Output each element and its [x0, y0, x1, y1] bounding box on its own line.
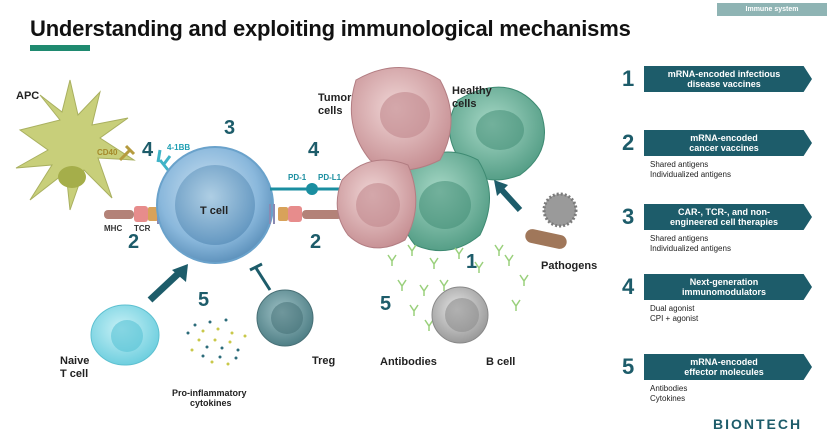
panel-subitem: Dual agonist: [650, 304, 695, 313]
panel-item-4: 4 Next-generation immunomodulators Dual …: [622, 272, 812, 324]
panel-number: 3: [622, 204, 635, 229]
panel-heading-line1: CAR-, TCR-, and non-: [678, 207, 770, 217]
tcr-label: TCR: [134, 224, 151, 233]
panel-item-2: 2 mRNA-encoded cancer vaccines Shared an…: [622, 128, 812, 180]
treg-cell: [256, 289, 314, 347]
step-number-4-right: 4: [308, 139, 320, 161]
panel-heading: mRNA-encoded cancer vaccines: [644, 130, 812, 156]
cytokines-label-line2: cytokines: [190, 398, 232, 408]
panel-number: 2: [622, 130, 635, 155]
step-number-5-right: 5: [380, 293, 392, 315]
cd40-receptor: [118, 144, 136, 162]
41bb-label: 4-1BB: [167, 143, 191, 152]
healthy-label-line1: Healthy: [452, 85, 492, 97]
panel-heading-line2: effector molecules: [684, 367, 764, 377]
panel-heading-line1: Next-generation: [689, 277, 759, 287]
panel-subitem: Individualized antigens: [650, 244, 731, 253]
41bb-receptor: [156, 149, 172, 171]
treg-inhibition: [249, 262, 272, 291]
pd1-label: PD-1: [288, 173, 307, 182]
healthy-label-line2: cells: [452, 98, 477, 110]
panel-number: 5: [622, 354, 635, 379]
arrow-healthy: [494, 180, 523, 213]
panel-subitem: Shared antigens: [650, 234, 709, 243]
treg-label: Treg: [312, 355, 336, 367]
panel-heading: Next-generation immunomodulators: [644, 274, 812, 300]
naive-label-line1: Naive: [60, 355, 90, 367]
mhc-label: MHC: [104, 224, 123, 233]
title-underline: [30, 45, 90, 51]
step-number-1: 1: [466, 251, 478, 273]
section-tag: Immune system: [717, 3, 827, 16]
mhc-tcr-complex-right: [269, 204, 342, 224]
tumor-label-line1: Tumor: [318, 92, 352, 104]
panel-heading-line1: mRNA-encoded: [690, 133, 758, 143]
panel-item-3: 3 CAR-, TCR-, and non- engineered cell t…: [622, 202, 812, 254]
pathogens: [525, 192, 578, 249]
panel-heading-line1: mRNA-encoded: [690, 357, 758, 367]
cytokine-cloud: [186, 318, 247, 366]
step-number-3: 3: [224, 117, 236, 139]
panel-subitem: Antibodies: [650, 384, 688, 393]
panel-item-5: 5 mRNA-encoded effector molecules Antibo…: [622, 352, 812, 404]
panel-subitem: Cytokines: [650, 394, 686, 403]
panel-heading: mRNA-encoded effector molecules: [644, 354, 812, 380]
pdl1-label: PD-L1: [318, 173, 342, 182]
panel-item-1: 1 mRNA-encoded infectious disease vaccin…: [622, 64, 812, 94]
panel-heading-line2: immunomodulators: [681, 287, 766, 297]
step-number-4-left: 4: [142, 139, 154, 161]
healthy-cells: [398, 86, 545, 252]
panel-heading-line2: engineered cell therapies: [669, 217, 779, 227]
panel-subitems: Shared antigens Individualized antigens: [650, 234, 812, 254]
panel-subitems: Dual agonist CPI + agonist: [650, 304, 812, 324]
cytokines-label-line1: Pro-inflammatory: [172, 388, 247, 398]
tumor-label-line2: cells: [318, 105, 343, 117]
b-cell: [431, 286, 489, 344]
bcell-label: B cell: [486, 356, 516, 368]
mhc-tcr-complex-left: [104, 204, 163, 224]
page-title: Understanding and exploiting immunologic…: [30, 16, 631, 41]
panel-subitem: Individualized antigens: [650, 170, 731, 179]
panel-subitem: CPI + agonist: [650, 314, 699, 323]
panel-heading-line1: mRNA-encoded infectious: [667, 69, 781, 79]
panel-number: 1: [622, 66, 635, 91]
tcell-label: T cell: [200, 205, 229, 217]
step-number-5-left: 5: [198, 289, 210, 311]
panel-heading: mRNA-encoded infectious disease vaccines: [644, 66, 812, 92]
t-cell: [156, 146, 274, 264]
tumor-cells: [336, 67, 452, 249]
naive-label-line2: T cell: [60, 368, 89, 380]
panel-subitems: Shared antigens Individualized antigens: [650, 160, 812, 180]
step-number-2-right: 2: [310, 231, 322, 253]
naive-t-cell: [90, 304, 160, 366]
apc-cell: [15, 79, 136, 211]
pd1-pdl1-complex: [270, 183, 350, 195]
antibody-cloud: [387, 244, 529, 331]
apc-label: APC: [16, 90, 40, 102]
panel-subitem: Shared antigens: [650, 160, 709, 169]
panel-heading-line2: cancer vaccines: [689, 143, 759, 153]
panel-heading-line2: disease vaccines: [687, 79, 761, 89]
cd40-label: CD40: [97, 148, 118, 157]
antibodies-label: Antibodies: [380, 356, 437, 368]
panel-number: 4: [622, 274, 635, 299]
pathogens-label: Pathogens: [541, 260, 598, 272]
biontech-logo: BIONTECH: [713, 416, 803, 432]
panel-heading: CAR-, TCR-, and non- engineered cell the…: [644, 204, 812, 230]
panel-subitems: Antibodies Cytokines: [650, 384, 812, 404]
arrow-naive-to-tcell: [147, 264, 188, 303]
step-number-2-left: 2: [128, 231, 140, 253]
